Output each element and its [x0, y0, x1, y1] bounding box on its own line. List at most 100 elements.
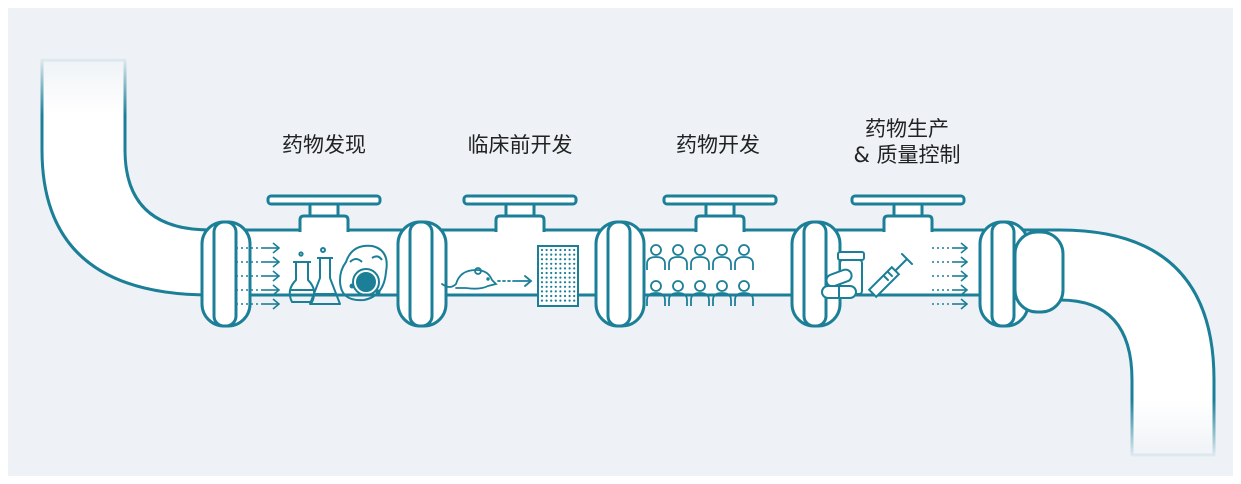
- pipe-end-cap: [1013, 230, 1065, 314]
- arrows-in-icon: [236, 242, 281, 310]
- pipe-fade-bottom: [1128, 400, 1218, 460]
- well-dot: [540, 276, 544, 279]
- people-icon: [646, 244, 754, 306]
- well-dot: [563, 248, 567, 252]
- person-head: [650, 280, 662, 292]
- well-dot: [563, 276, 567, 279]
- well-dot: [550, 285, 553, 288]
- valve-2: [462, 194, 578, 232]
- cell-icon: [338, 244, 388, 302]
- well-dot: [568, 276, 571, 279]
- stage-label-preclinical: 临床前开发: [450, 132, 590, 158]
- coupling-1: [200, 220, 252, 328]
- well-dot: [573, 281, 576, 284]
- stage-label-discovery: 药物发现: [264, 132, 384, 158]
- well-dot: [563, 262, 567, 265]
- well-dot: [550, 253, 553, 256]
- stage-label-line: 药物发现: [282, 133, 366, 157]
- person-head: [716, 244, 728, 256]
- well-dot: [550, 267, 553, 270]
- valve-1: [266, 194, 382, 232]
- well-dot: [559, 299, 562, 302]
- pipe-fade-top: [40, 55, 130, 115]
- well-dot: [559, 285, 562, 288]
- well-dot: [540, 258, 544, 261]
- well-dot: [568, 281, 571, 284]
- well-dot: [545, 281, 548, 284]
- person-head: [716, 280, 728, 292]
- well-dot: [559, 248, 562, 252]
- well-dot: [568, 258, 571, 261]
- person-head: [672, 244, 684, 256]
- well-dot: [563, 290, 567, 293]
- well-dot: [563, 258, 567, 261]
- well-dot: [559, 258, 562, 261]
- well-dot: [568, 262, 571, 265]
- well-dot: [568, 299, 571, 302]
- well-dot: [550, 294, 553, 298]
- well-dot: [559, 262, 562, 265]
- stage-label-line: 临床前开发: [467, 133, 573, 157]
- well-plate-icon: [537, 245, 579, 307]
- person-body: [668, 292, 688, 306]
- mouse-icon: [441, 267, 533, 290]
- well-dot: [573, 299, 576, 302]
- stage-label-line: 药物生产: [865, 117, 949, 141]
- well-dot: [559, 253, 562, 256]
- well-dot: [554, 281, 557, 284]
- well-dot: [545, 290, 548, 293]
- well-dot: [540, 281, 544, 284]
- well-dot: [563, 294, 567, 298]
- well-dot: [573, 276, 576, 279]
- well-dot: [573, 262, 576, 265]
- person-head: [672, 280, 684, 292]
- well-dot: [554, 299, 557, 302]
- valve-3: [662, 194, 778, 232]
- syringe-icon: [867, 253, 913, 299]
- well-dot: [568, 248, 571, 252]
- well-dot: [568, 294, 571, 298]
- well-dot: [554, 276, 557, 279]
- person-body: [646, 256, 666, 270]
- stage-label-line: 药物开发: [676, 133, 760, 157]
- well-dot: [559, 281, 562, 284]
- well-dot: [540, 299, 544, 302]
- well-dot: [554, 290, 557, 293]
- well-dot: [563, 299, 567, 302]
- well-dot: [545, 271, 548, 275]
- well-dot: [540, 253, 544, 256]
- well-dot: [563, 281, 567, 284]
- well-dot: [563, 267, 567, 270]
- well-dot: [573, 294, 576, 298]
- well-dot: [554, 271, 557, 275]
- well-dot: [550, 271, 553, 275]
- well-dot: [545, 294, 548, 298]
- well-dot: [540, 267, 544, 270]
- well-dot: [573, 290, 576, 293]
- well-dot: [568, 290, 571, 293]
- well-dot: [554, 294, 557, 298]
- well-dot: [573, 258, 576, 261]
- well-dot: [540, 271, 544, 275]
- well-dot: [568, 271, 571, 275]
- well-dot: [550, 276, 553, 279]
- arrows-out-icon: [932, 242, 969, 310]
- person-head: [650, 244, 662, 256]
- valve-4: [850, 194, 966, 232]
- well-dot: [545, 253, 548, 256]
- well-dot: [573, 271, 576, 275]
- well-dot: [540, 290, 544, 293]
- stage-label-development: 药物开发: [658, 132, 778, 158]
- flasks-icon: [288, 247, 341, 305]
- well-dot: [550, 262, 553, 265]
- well-dot: [545, 267, 548, 270]
- well-dot: [540, 285, 544, 288]
- well-dot: [540, 262, 544, 265]
- well-dot: [545, 258, 548, 261]
- well-dot: [550, 248, 553, 252]
- person-head: [738, 280, 750, 292]
- coupling-3: [594, 220, 646, 328]
- person-body: [734, 292, 754, 306]
- pills-icon: [821, 251, 865, 299]
